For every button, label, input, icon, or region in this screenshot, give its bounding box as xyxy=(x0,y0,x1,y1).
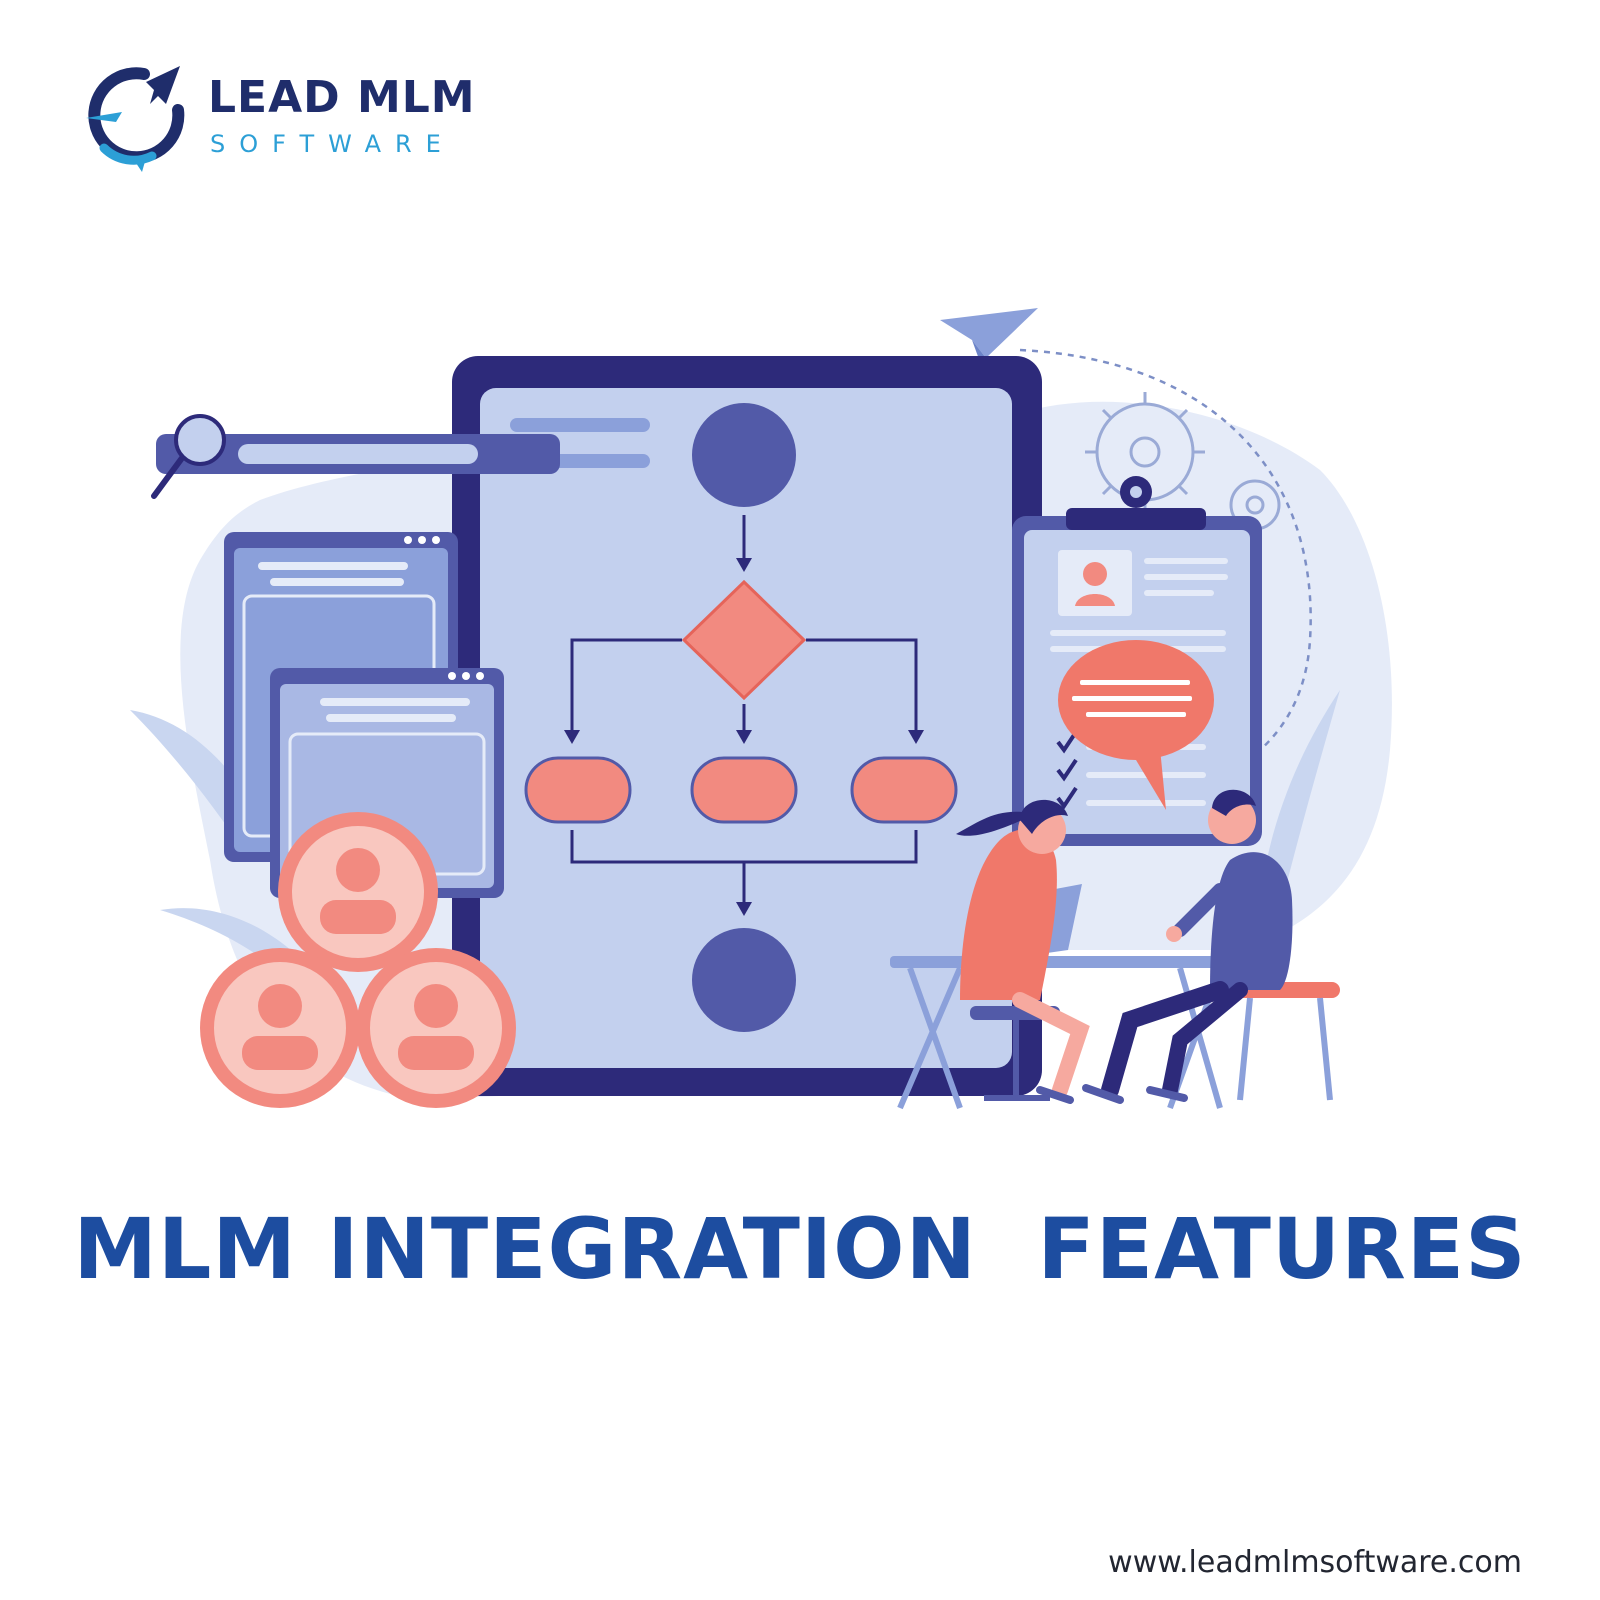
tablet-frame xyxy=(452,356,1042,1096)
brand-logo: LEAD MLM SOFTWARE xyxy=(82,60,502,180)
rocket-orbit-icon xyxy=(86,66,185,172)
brand-name: LEAD MLM xyxy=(208,72,476,123)
user-avatar-icon xyxy=(200,812,516,1108)
website-url: www.leadmlmsoftware.com xyxy=(1108,1545,1522,1580)
flowchart-icon xyxy=(524,403,958,1032)
brand-tagline: SOFTWARE xyxy=(210,130,455,158)
page-title: MLM INTEGRATION FEATURES xyxy=(73,1200,1527,1298)
paper-plane-icon xyxy=(940,308,1038,362)
integration-illustration xyxy=(130,308,1392,1110)
meeting-scene xyxy=(890,789,1340,1110)
speech-bubble-icon xyxy=(1058,640,1214,810)
search-icon xyxy=(151,414,560,499)
